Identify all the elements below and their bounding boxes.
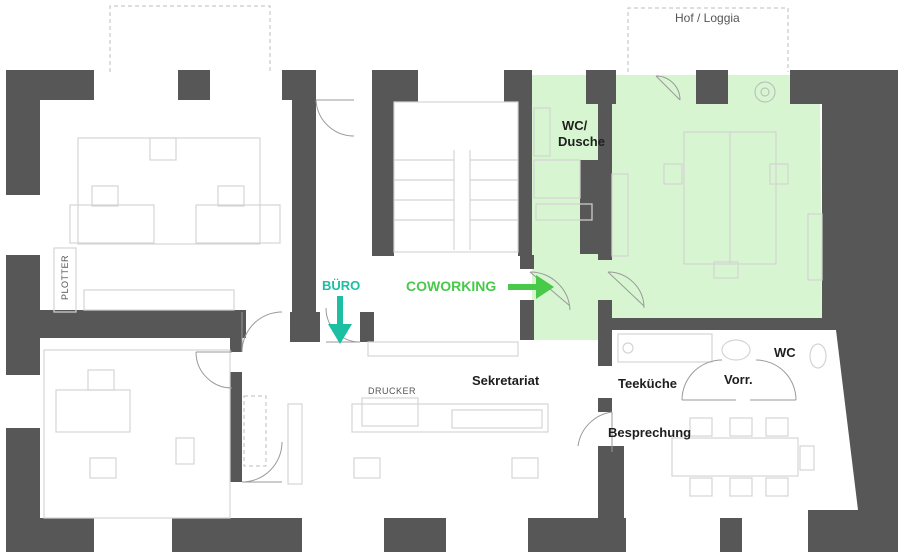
label-hof-loggia: Hof / Loggia [675,11,740,25]
coworking-area [532,75,822,340]
plant-icon [754,81,776,103]
walls [6,70,898,552]
label-wc-dusche-1: WC/ [562,118,588,133]
arrow-right-icon [508,275,554,299]
room-labels: Hof / Loggia WC/ Dusche PLOTTER BÜRO COW… [60,11,796,440]
doors [195,75,797,483]
label-buero: BÜRO [322,278,360,293]
label-sekretariat: Sekretariat [472,373,540,388]
arrow-down-icon [328,296,352,344]
label-plotter: PLOTTER [60,255,70,300]
balcony-outlines [109,5,789,72]
furniture [43,81,827,519]
label-teekueche: Teeküche [618,376,677,391]
label-wc: WC [774,345,796,360]
label-besprechung: Besprechung [608,425,691,440]
label-drucker: DRUCKER [368,386,416,396]
label-coworking: COWORKING [406,278,496,294]
label-wc-dusche-2: Dusche [558,134,605,149]
label-vorr: Vorr. [724,372,753,387]
